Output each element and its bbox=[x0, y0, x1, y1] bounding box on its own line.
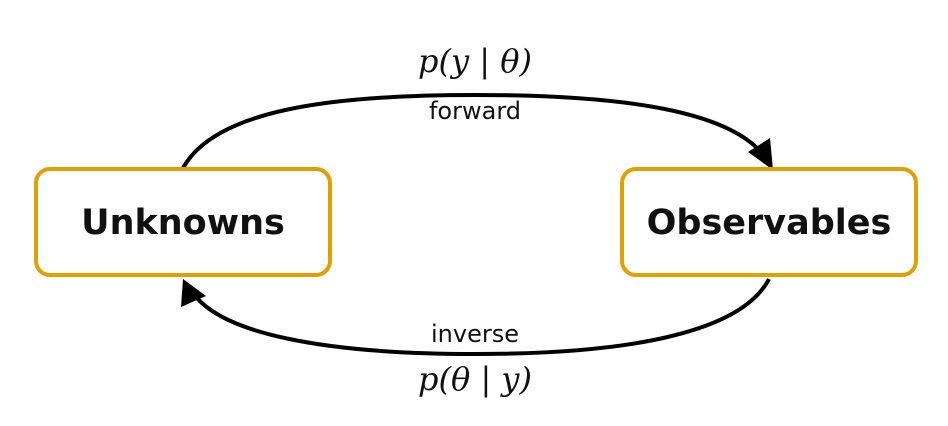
forward-formula: p(y | θ) bbox=[418, 42, 532, 80]
inverse-label: inverse bbox=[431, 320, 519, 348]
observables-node: Observables bbox=[620, 167, 918, 277]
inverse-arrowhead bbox=[181, 279, 206, 307]
forward-label: forward bbox=[429, 97, 521, 125]
observables-label: Observables bbox=[647, 203, 892, 243]
unknowns-box bbox=[34, 167, 332, 277]
unknowns-node: Unknowns bbox=[34, 167, 332, 277]
unknowns-label: Unknowns bbox=[81, 203, 285, 243]
forward-arrow-arc bbox=[181, 92, 769, 169]
observables-box bbox=[620, 167, 918, 277]
inverse-formula: p(θ | y) bbox=[418, 360, 532, 398]
forward-arrowhead bbox=[748, 138, 773, 170]
inverse-arrow-arc bbox=[188, 278, 771, 357]
